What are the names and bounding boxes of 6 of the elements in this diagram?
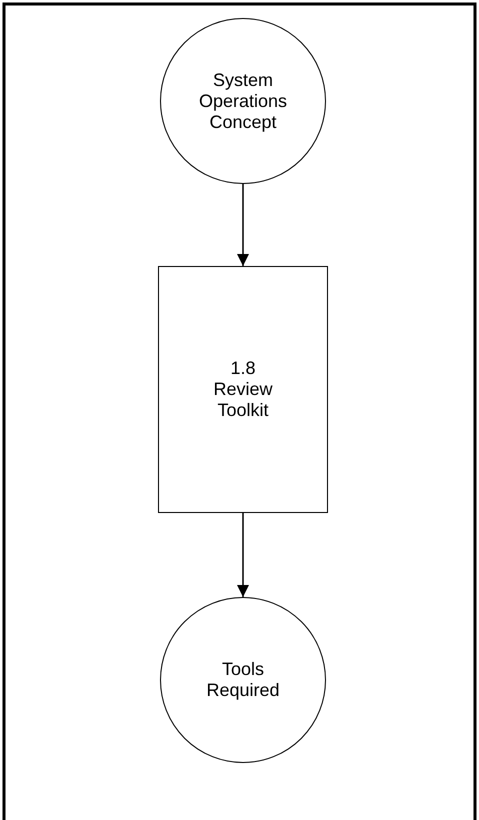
node-label: Tools Required xyxy=(205,659,281,701)
node-label: System Operations Concept xyxy=(198,70,288,132)
node-label: 1.8 Review Toolkit xyxy=(212,358,274,421)
arrow xyxy=(237,184,249,266)
process-box xyxy=(158,266,328,513)
arrow xyxy=(237,513,249,597)
